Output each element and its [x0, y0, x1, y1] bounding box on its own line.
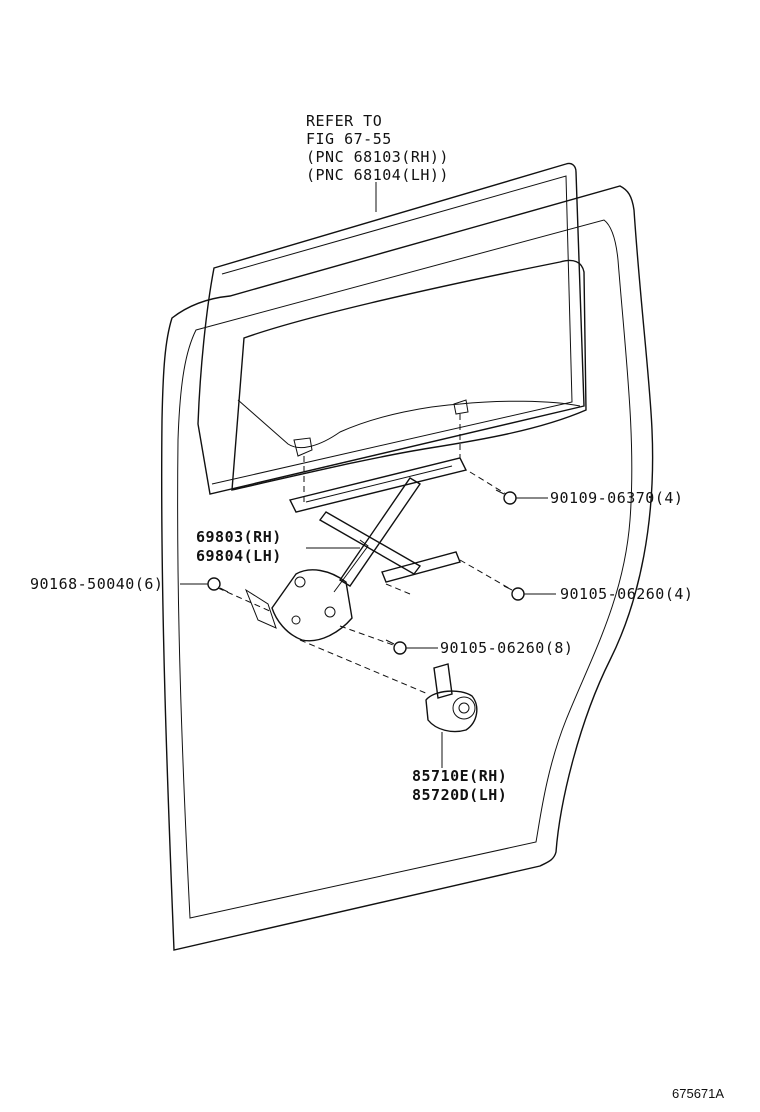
regulator-bracket [244, 588, 277, 629]
bolt-left-icon [207, 577, 229, 593]
bolt-mid-icon [385, 639, 407, 655]
base-plate-hole-1 [294, 576, 306, 588]
door-glass [197, 162, 585, 495]
regulator-part-number-lh: 69804(LH) [196, 547, 282, 565]
regulator-arm-a [339, 477, 421, 587]
guide-bolt-right [459, 559, 513, 591]
glass-inner-edge [211, 175, 573, 485]
regulator-rail-upper [288, 457, 468, 513]
glass-reference-line-2: FIG 67-55 [306, 130, 392, 148]
regulator-arm-c [333, 539, 369, 593]
bolt-mid-part-number: 90105-06260(8) [440, 639, 574, 657]
regulator-part-number-rh: 69803(RH) [196, 528, 282, 546]
motor-part-number-lh: 85720D(LH) [412, 786, 508, 804]
regulator-base-plate [271, 569, 353, 642]
glass-clip-left [293, 437, 313, 457]
door-opening-lower [237, 399, 581, 448]
bolt-right-part-number: 90105-06260(4) [560, 585, 694, 603]
motor-part-number-rh: 85710E(RH) [412, 767, 508, 785]
regulator-rail-lower [381, 551, 461, 583]
bolt-top-part-number: 90109-06370(4) [550, 489, 684, 507]
glass-clip-right [453, 399, 469, 415]
guide-rail-lower [385, 583, 411, 595]
bolt-top-icon [495, 489, 517, 505]
guide-motor [299, 639, 429, 695]
bolt-left-part-number: 90168-50040(6) [30, 575, 164, 593]
guide-bolt-mid [339, 625, 397, 647]
window-motor-icon [425, 663, 478, 733]
door-panel-inner [177, 219, 633, 919]
glass-reference-line-4: (PNC 68104(LH)) [306, 166, 449, 184]
door-panel-outline [160, 185, 654, 951]
base-plate-hole-3 [291, 615, 301, 625]
figure-number: 675671A [672, 1086, 725, 1101]
guide-bolt-top [469, 471, 507, 495]
door-opening [231, 259, 587, 491]
regulator-arm-b [318, 511, 422, 575]
bolt-right-icon [503, 585, 525, 601]
glass-reference-line-1: REFER TO [306, 112, 383, 130]
glass-reference-line-3: (PNC 68103(RH)) [306, 148, 449, 166]
regulator-rail-upper-slot [305, 465, 453, 503]
base-plate-hole-2 [324, 606, 336, 618]
